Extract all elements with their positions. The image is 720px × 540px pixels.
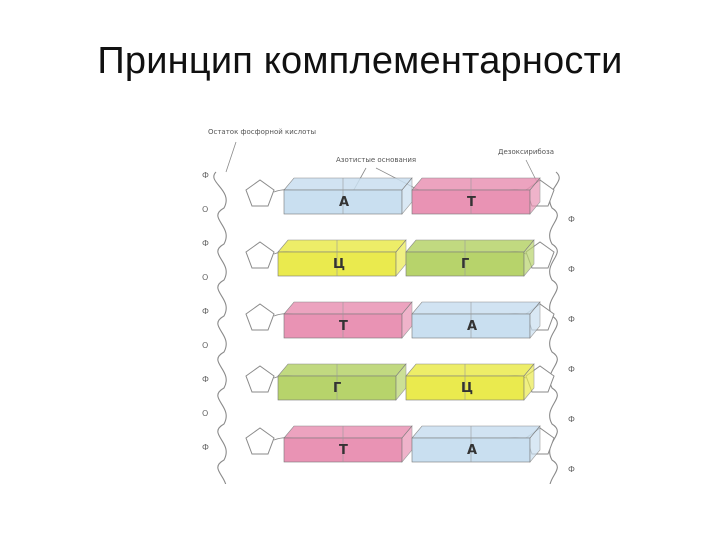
- left-strand-letter: Ф: [202, 443, 209, 452]
- base-block-top: [411, 301, 541, 315]
- base-block-side: [529, 177, 541, 215]
- slide-title: Принцип комплементарности: [97, 40, 623, 82]
- right-strand-letter: Ф: [568, 465, 575, 474]
- right-base: Ц: [405, 363, 535, 401]
- left-base: Ц: [277, 239, 407, 277]
- label-bases: Азотистые основания: [336, 156, 416, 164]
- base-letter: А: [467, 319, 477, 334]
- right-base: T: [411, 177, 541, 215]
- base-letter: A: [339, 195, 349, 210]
- base-letter: T: [467, 195, 476, 210]
- leader-line-phosphate: [225, 141, 237, 173]
- left-sugar: [245, 179, 275, 207]
- right-strand-letter: Ф: [568, 265, 575, 274]
- left-strand-letter: О: [202, 341, 208, 350]
- base-block-top: [283, 301, 413, 315]
- base-block-top: [277, 239, 407, 253]
- left-sugar: [245, 303, 275, 331]
- left-strand-letter: Ф: [202, 239, 209, 248]
- left-backbone: [213, 171, 227, 484]
- right-base: А: [411, 425, 541, 463]
- label-deoxyribose: Дезоксирибоза: [498, 148, 554, 156]
- right-base: А: [411, 301, 541, 339]
- base-letter: Ц: [461, 381, 473, 396]
- left-strand-letter: О: [202, 205, 208, 214]
- base-letter: Т: [339, 443, 348, 458]
- left-base: Т: [283, 425, 413, 463]
- label-phosphate: Остаток фосфорной кислоты: [208, 128, 316, 136]
- dna-svg: Остаток фосфорной кислоты Азотистые осно…: [202, 128, 575, 484]
- left-strand-letter: Ф: [202, 171, 209, 180]
- right-strand-letter: Ф: [568, 365, 575, 374]
- left-base: Т: [283, 301, 413, 339]
- base-block-side: [523, 363, 535, 401]
- base-letter: Г: [333, 381, 341, 396]
- left-base: Г: [277, 363, 407, 401]
- base-block-top: [283, 177, 413, 191]
- left-strand-letter: О: [202, 409, 208, 418]
- base-letter: Т: [339, 319, 348, 334]
- left-sugar: [245, 365, 275, 393]
- left-base: A: [283, 177, 413, 215]
- right-strand-letter: Ф: [568, 215, 575, 224]
- base-block-top: [411, 425, 541, 439]
- base-letter: Г: [461, 257, 469, 272]
- left-strand-letter: О: [202, 273, 208, 282]
- right-strand-letter: Ф: [568, 415, 575, 424]
- dna-complementarity-diagram: Остаток фосфорной кислоты Азотистые осно…: [196, 112, 586, 484]
- base-block-side: [529, 425, 541, 463]
- left-strand-letter: Ф: [202, 375, 209, 384]
- base-block-side: [529, 301, 541, 339]
- left-sugar: [245, 427, 275, 455]
- base-letter: Ц: [333, 257, 345, 272]
- right-base: Г: [405, 239, 535, 277]
- base-pairs: A T Ц Г Т А Г Ц Т А: [277, 177, 541, 463]
- right-strand-letter: Ф: [568, 315, 575, 324]
- left-sugar: [245, 241, 275, 269]
- base-block-side: [523, 239, 535, 277]
- base-block-top: [283, 425, 413, 439]
- base-block-top: [277, 363, 407, 377]
- left-strand-letter: Ф: [202, 307, 209, 316]
- base-block-top: [405, 239, 535, 253]
- base-block-top: [405, 363, 535, 377]
- base-block-top: [411, 177, 541, 191]
- base-letter: А: [467, 443, 477, 458]
